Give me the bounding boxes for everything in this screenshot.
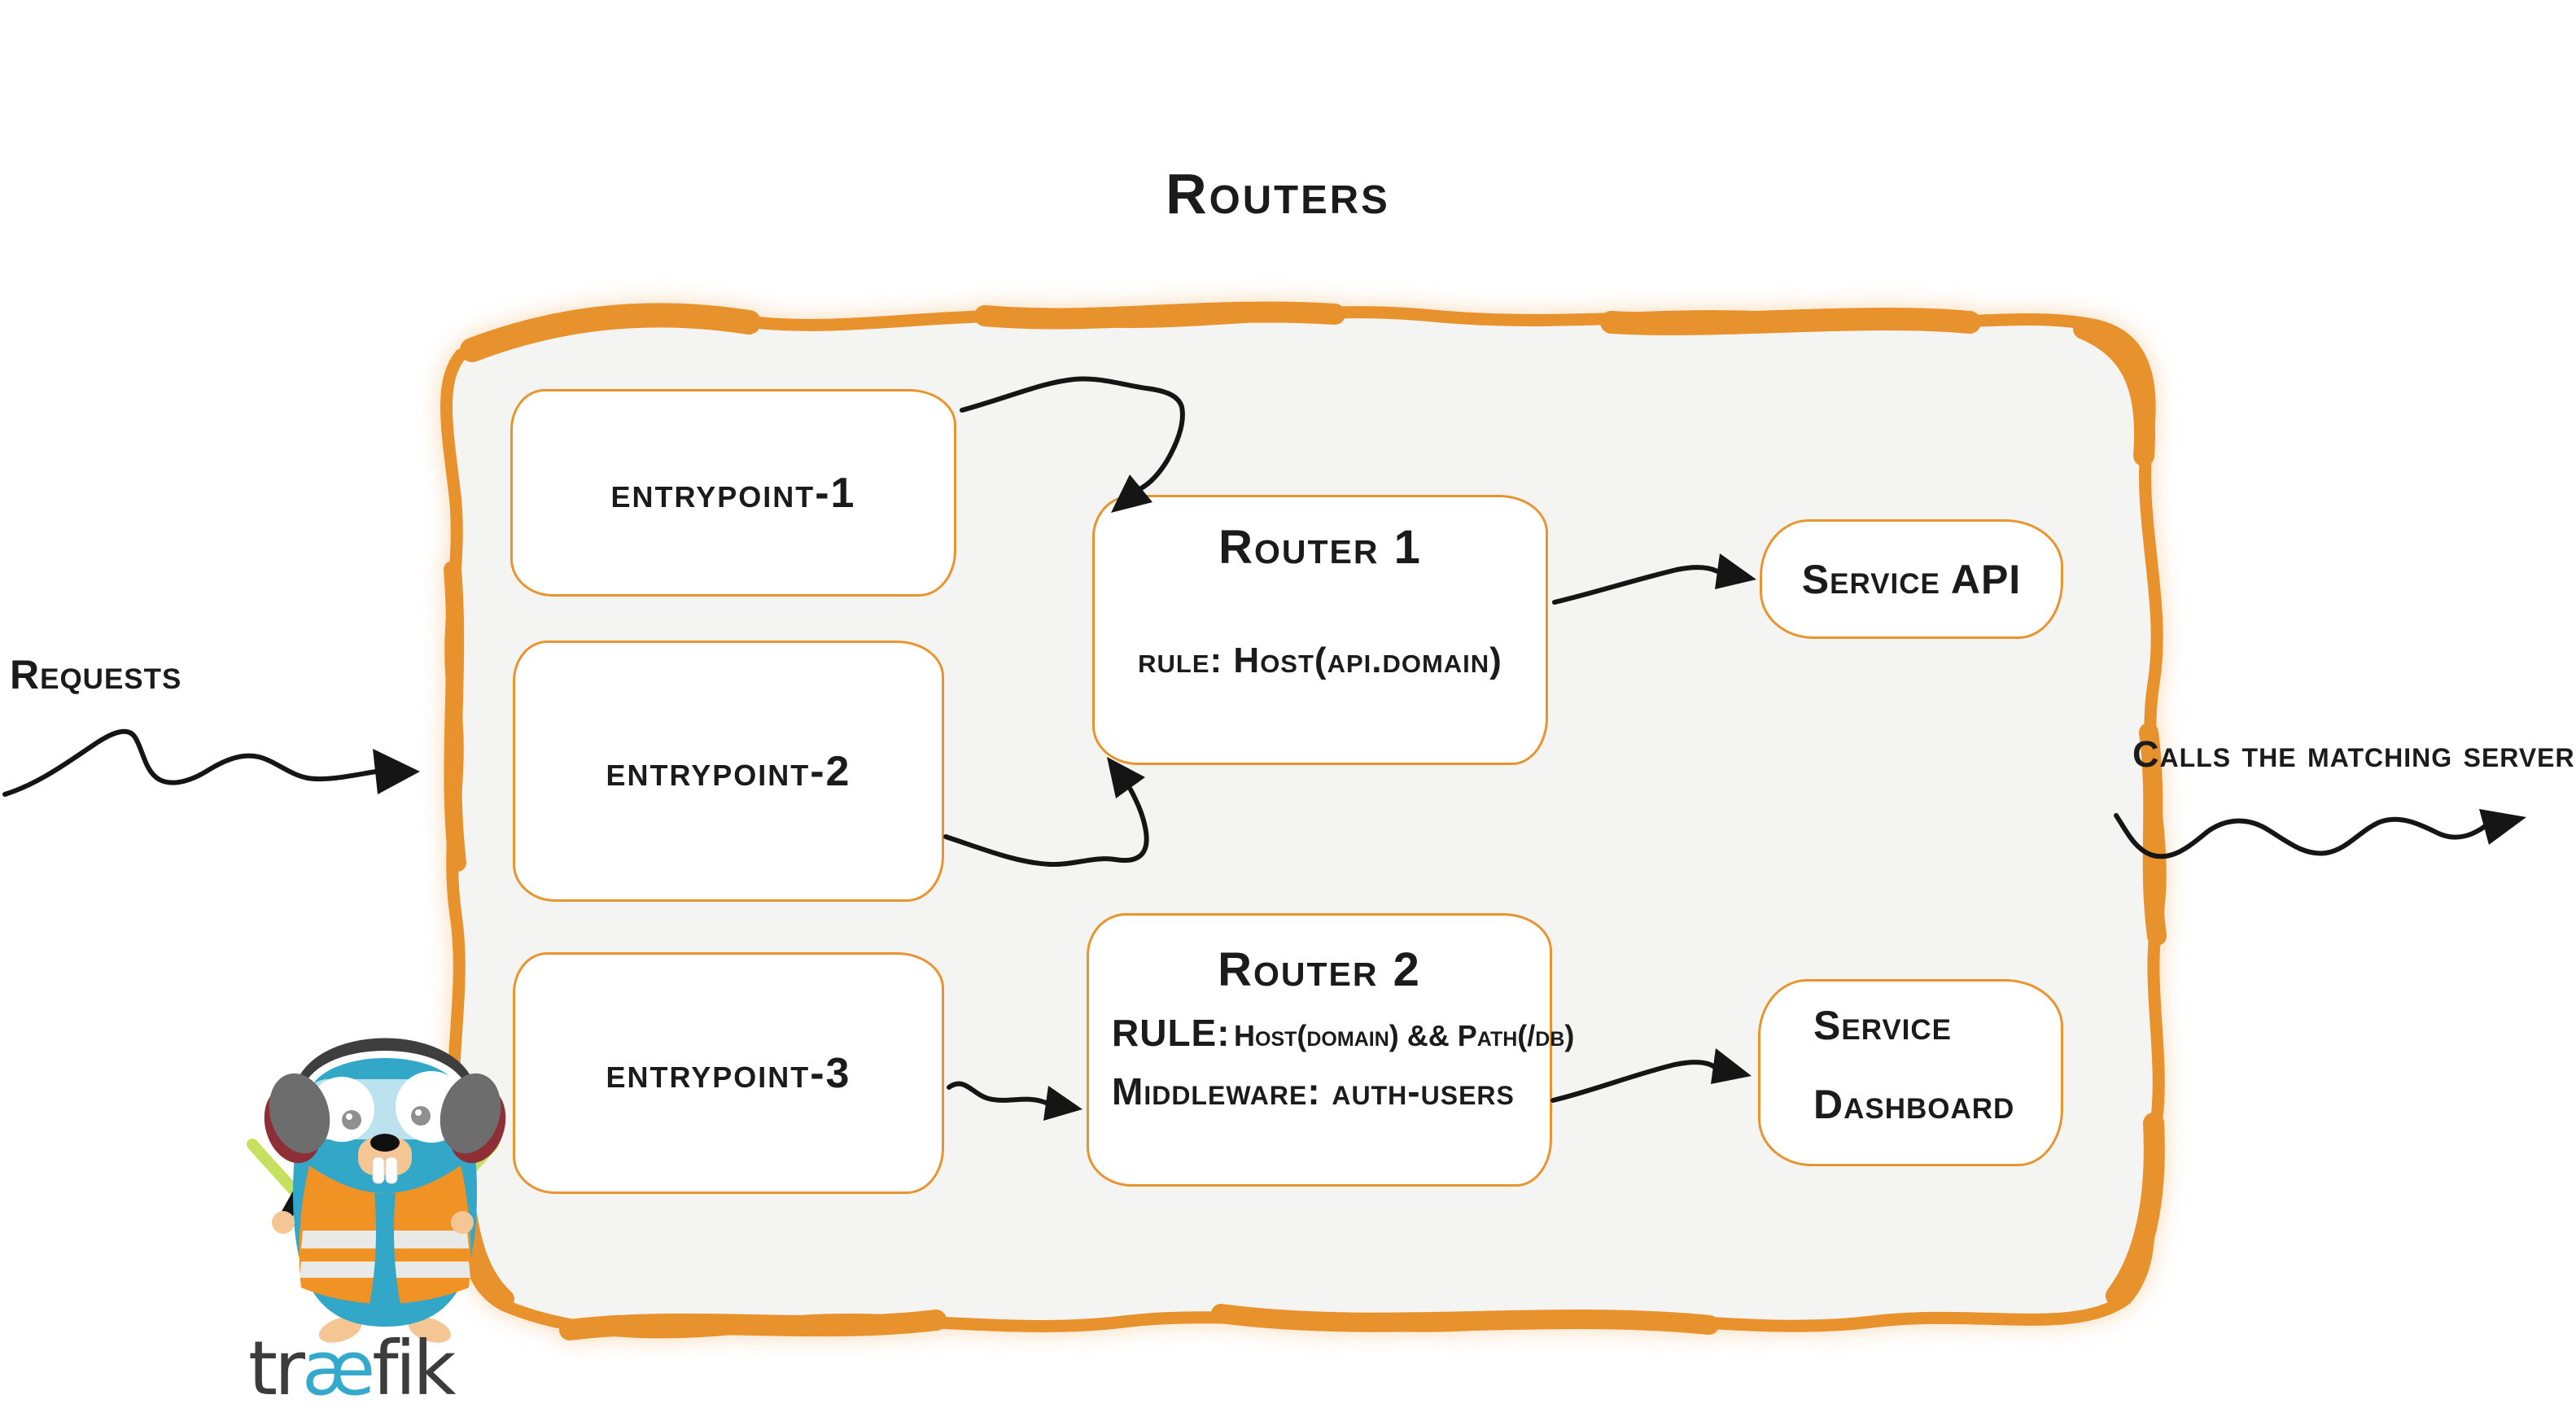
traefik-wordmark: træfik	[248, 1325, 456, 1408]
eye-highlight	[346, 1113, 352, 1120]
router-2-rule-value: Host(domain) && Path(/db)	[1234, 1019, 1575, 1052]
service-api-box: Service API	[1760, 519, 2063, 639]
gopher-goggles	[304, 1079, 466, 1139]
gopher-eye	[309, 1077, 374, 1142]
safety-vest	[299, 1165, 471, 1304]
eye-highlight	[415, 1109, 422, 1116]
entrypoint-1-label: entrypoint-1	[610, 469, 856, 517]
entrypoint-1-box: entrypoint-1	[510, 389, 956, 597]
arrow-entrypoint3-to-router2	[947, 1081, 1082, 1121]
headphones	[264, 1038, 506, 1164]
traefik-gopher-logo	[247, 1038, 506, 1343]
gopher-tooth	[385, 1157, 398, 1184]
marshalling-batons	[247, 1139, 499, 1227]
router-1-box: Router 1 rule: Host(api.domain)	[1092, 495, 1548, 765]
requests-label: Requests	[10, 652, 182, 697]
router-2-middleware: Middleware: auth-users	[1112, 1070, 1515, 1113]
gopher-snout	[358, 1138, 412, 1175]
calls-arrow	[2114, 809, 2526, 859]
arrow-router1-to-service-api	[1552, 553, 1756, 605]
requests-arrow	[2, 728, 420, 797]
arrow-entrypoint1-to-router1	[960, 376, 1185, 513]
wordmark-pre: tr	[248, 1325, 305, 1408]
calls-matching-server-label: Calls the matching server	[2132, 733, 2575, 775]
gopher-pupil	[411, 1106, 431, 1126]
gopher-eye	[396, 1071, 467, 1143]
wordmark-ae: æ	[301, 1325, 375, 1408]
service-api-label: Service API	[1801, 556, 2022, 602]
gopher-hand	[272, 1211, 295, 1234]
gopher-nose	[370, 1134, 400, 1152]
router-2-box: Router 2 RULE: Host(domain) && Path(/db)…	[1087, 913, 1574, 1187]
page-title: Routers	[1166, 162, 1390, 225]
gopher-body	[293, 1040, 477, 1327]
router-2-title: Router 2	[1218, 943, 1421, 996]
gopher-pupil	[342, 1110, 361, 1130]
service-dashboard-label-line1: Service	[1813, 1003, 1953, 1048]
arrow-router2-to-service-dashboard	[1550, 1048, 1752, 1103]
router-1-title: Router 1	[1218, 521, 1422, 574]
router-2-rule-key: RULE:	[1112, 1012, 1231, 1054]
gopher-hand	[451, 1211, 474, 1234]
entrypoint-2-label: entrypoint-2	[606, 747, 851, 795]
router-1-rule: rule: Host(api.domain)	[1138, 641, 1502, 680]
entrypoint-2-box: entrypoint-2	[513, 641, 944, 902]
service-dashboard-label-line2: Dashboard	[1813, 1082, 2015, 1127]
gopher-tooth	[372, 1157, 385, 1184]
wordmark-post: fik	[372, 1325, 456, 1408]
service-dashboard-box: Service Dashboard	[1758, 979, 2063, 1166]
arrow-entrypoint2-to-router1	[943, 757, 1149, 868]
entrypoint-3-label: entrypoint-3	[606, 1049, 851, 1097]
router-2-rule: RULE: Host(domain) && Path(/db)	[1112, 1012, 1575, 1054]
entrypoint-3-box: entrypoint-3	[513, 952, 944, 1194]
